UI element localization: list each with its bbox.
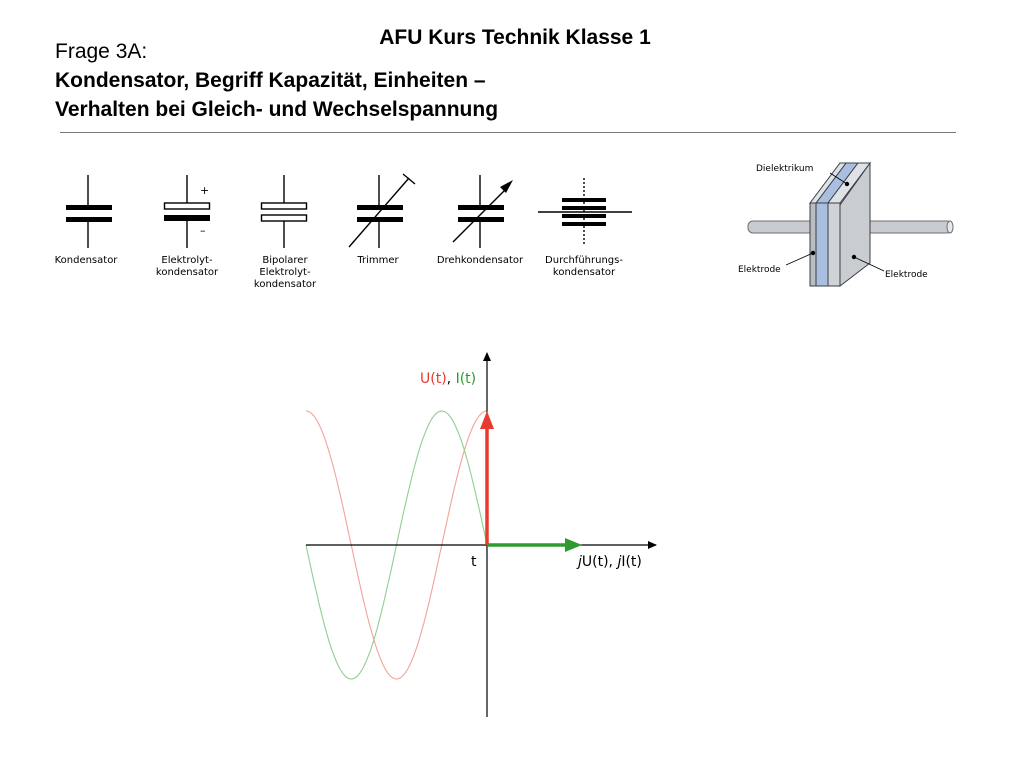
current-phasor-head [565, 538, 582, 552]
dielectric-layer [815, 202, 829, 287]
bipolar-capacitor-symbol [260, 175, 308, 248]
y-axis-label: U(t), I(t) [420, 371, 476, 387]
y-label-voltage: U(t) [420, 371, 447, 387]
capacitor-symbol [66, 175, 112, 248]
capacitor-symbols-svg: + – [66, 173, 632, 248]
variable-capacitor-symbol [452, 175, 513, 248]
phasor-label-current: I(t) [621, 554, 642, 570]
topic-title-line-2: Verhalten bei Gleich- und Wechselspannun… [55, 98, 499, 121]
topic-title-line-1: Kondensator, Begriff Kapazität, Einheite… [55, 69, 486, 92]
minus-sign: – [200, 224, 206, 237]
plus-sign: + [200, 184, 209, 197]
feedthrough-capacitor-symbol [538, 178, 632, 245]
left-electrode-plate [809, 202, 817, 287]
electrode-right-label: Elektrode [885, 270, 928, 280]
j-symbol-2: j [615, 554, 621, 570]
symbol-label-durchfuehrung: Durchführungs- kondensator [545, 255, 623, 278]
symbol-label-kondensator: Kondensator [54, 255, 118, 266]
phasor-chart-svg: U(t), I(t) t jU(t), jI(t) [305, 352, 657, 717]
phasor-label-voltage: U(t), [582, 554, 618, 570]
capacitor-construction-diagram: Dielektrikum Elektrode Elektrode [730, 155, 970, 295]
capacitor-symbols: + – [40, 170, 660, 300]
symbol-label-trimmer: Trimmer [357, 255, 399, 266]
right-lead-wire [859, 220, 953, 234]
voltage-waveform [305, 410, 488, 680]
symbol-label-drehkondensator: Drehkondensator [436, 255, 524, 266]
trimmer-capacitor-symbol [348, 173, 416, 248]
header-divider [60, 132, 956, 133]
slide-header-title: AFU Kurs Technik Klasse 1 [379, 26, 651, 49]
electrolytic-capacitor-symbol: + – [163, 175, 211, 248]
voltage-phasor-head [480, 411, 494, 429]
y-label-separator: , [447, 371, 456, 387]
dielectric-label: Dielektrikum [756, 164, 813, 174]
j-symbol-1: j [576, 554, 582, 570]
symbol-label-elektrolyt: Elektrolyt- kondensator [155, 255, 219, 278]
left-lead-wire [747, 220, 817, 234]
question-number: Frage 3A: [55, 40, 148, 63]
time-axis-label: t [471, 554, 477, 570]
phasor-axis-label: jU(t), jI(t) [576, 554, 642, 570]
capacitor-construction-svg: Dielektrikum Elektrode Elektrode [738, 161, 954, 288]
y-label-current: I(t) [456, 371, 477, 387]
symbol-label-bipolar: Bipolarer Elektrolyt- kondensator [253, 255, 317, 290]
electrode-left-label: Elektrode [738, 265, 781, 275]
phasor-chart: U(t), I(t) t jU(t), jI(t) [300, 345, 680, 730]
